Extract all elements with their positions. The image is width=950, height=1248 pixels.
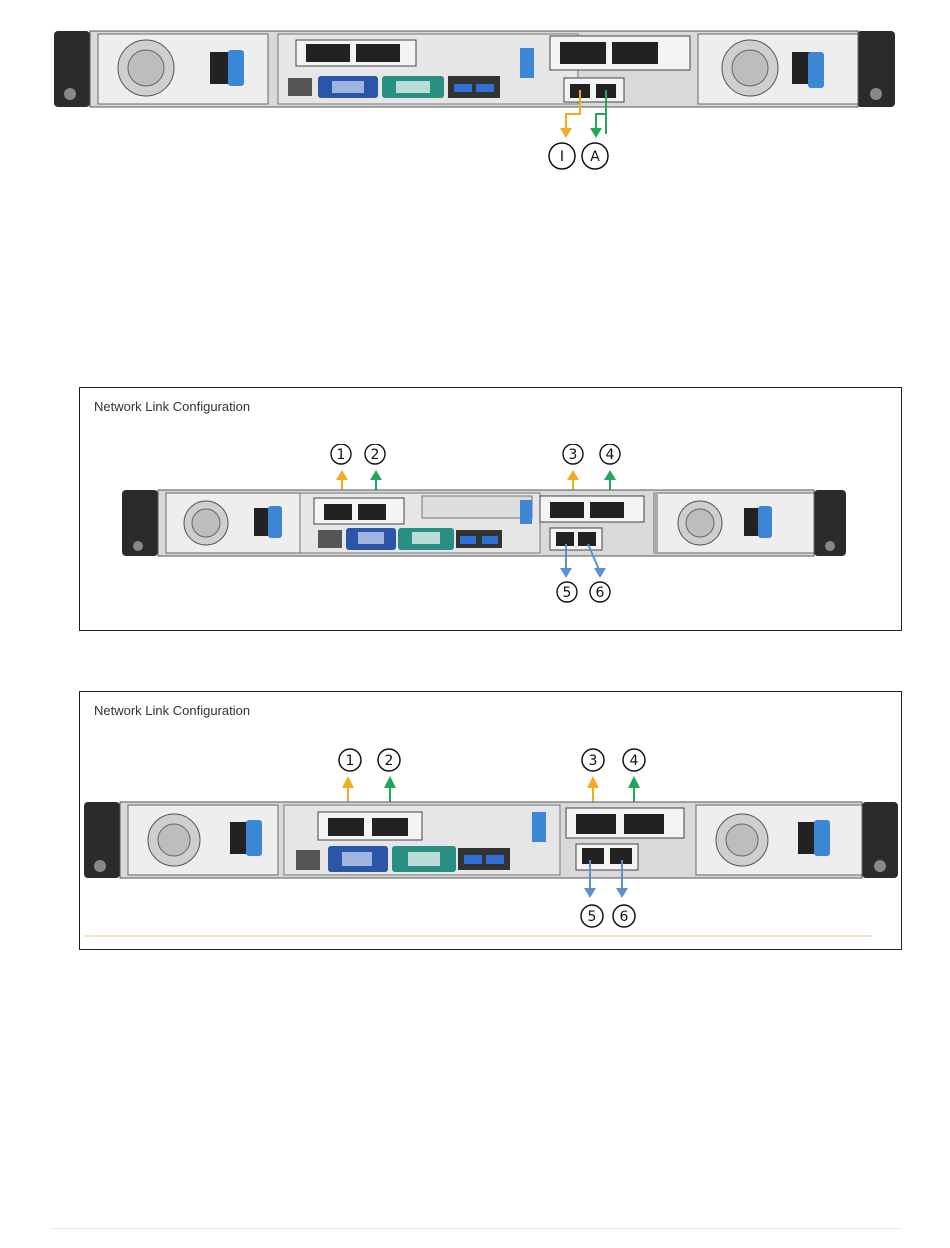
- svg-text:3: 3: [589, 753, 598, 769]
- callout-i: I: [549, 143, 575, 169]
- svg-text:6: 6: [596, 585, 605, 601]
- svg-text:2: 2: [371, 447, 380, 463]
- server-rear-panel-image: I A: [50, 28, 900, 178]
- callout-2: 2: [365, 444, 385, 464]
- top-server-figure: I A: [50, 28, 900, 178]
- callout-a: A: [582, 143, 608, 169]
- callout-3: 3: [563, 444, 583, 464]
- network-link-configuration-figure-2: Network Link Configuration 1 2 3 4: [79, 691, 902, 950]
- server-rear-panel-image: 1 2 3 4: [120, 444, 870, 616]
- callout-5: 5: [581, 905, 603, 927]
- svg-text:2: 2: [385, 753, 394, 769]
- figure-title: Network Link Configuration: [94, 703, 250, 718]
- callout-1: 1: [339, 749, 361, 771]
- callout-1: 1: [331, 444, 351, 464]
- svg-text:I: I: [560, 149, 564, 165]
- svg-text:A: A: [590, 149, 600, 165]
- callout-6: 6: [613, 905, 635, 927]
- figure-title: Network Link Configuration: [94, 399, 250, 414]
- svg-text:5: 5: [588, 909, 597, 925]
- svg-text:1: 1: [346, 753, 355, 769]
- footer-divider: [50, 1228, 902, 1229]
- callout-5: 5: [557, 582, 577, 602]
- svg-text:4: 4: [630, 753, 639, 769]
- callout-4: 4: [623, 749, 645, 771]
- callout-3: 3: [582, 749, 604, 771]
- callout-6: 6: [590, 582, 610, 602]
- svg-text:4: 4: [606, 447, 615, 463]
- network-link-configuration-figure-1: Network Link Configuration 1 2 3 4: [79, 387, 902, 631]
- callout-2: 2: [378, 749, 400, 771]
- server-rear-panel-image: 1 2 3 4: [84, 742, 899, 940]
- callout-4: 4: [600, 444, 620, 464]
- svg-text:6: 6: [620, 909, 629, 925]
- svg-text:5: 5: [563, 585, 572, 601]
- svg-text:1: 1: [337, 447, 346, 463]
- svg-text:3: 3: [569, 447, 578, 463]
